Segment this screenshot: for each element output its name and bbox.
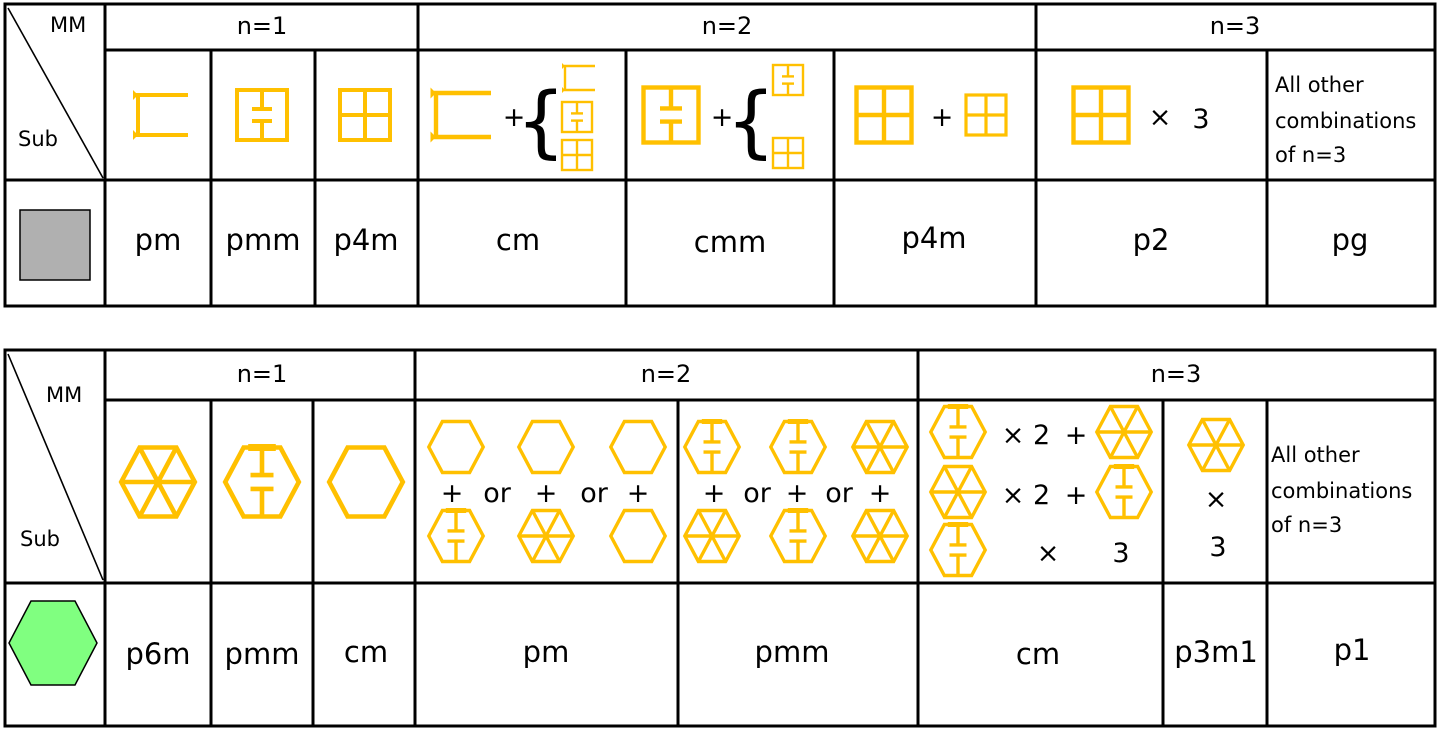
symmetry-label: p6m (125, 637, 190, 671)
cross-box-icon-small (560, 138, 594, 172)
symmetry-label: pg (1332, 223, 1369, 257)
cross-box-icon (964, 93, 1008, 137)
plus-operator: + (503, 102, 526, 133)
symmetry-label: pm (135, 223, 182, 257)
square-lattice-table: MM Sub n=1 n=2 n=3 + { + { + × 3 All oth… (3, 2, 1437, 308)
corner-mm-label: MM (50, 13, 86, 37)
group-header-n1: n=1 (237, 360, 288, 388)
hex-capacitor-icon (931, 525, 985, 576)
hex-substrate-swatch (8, 600, 98, 686)
group-header-n3: n=3 (1210, 12, 1261, 40)
or-operator: or (580, 478, 609, 509)
brace-symbol: { (726, 77, 776, 167)
c-resonator-icon-small (560, 61, 597, 95)
group-header-n2: n=2 (702, 12, 753, 40)
symmetry-label: cm (496, 223, 540, 257)
hex-star-icon (929, 464, 987, 520)
c-resonator-icon (131, 88, 190, 142)
hex-empty-icon (329, 448, 403, 517)
times-two-operator: × 2 (1002, 480, 1050, 511)
hex-star-icon (851, 508, 909, 564)
plus-operator: + (627, 478, 650, 509)
hex-star-icon (683, 508, 741, 564)
corner-mm-label: MM (46, 383, 82, 407)
square-table-border (3, 2, 1437, 308)
other-combinations-line1: All other (1271, 443, 1360, 467)
cross-box-icon (338, 88, 392, 142)
hex-star-icon (1187, 417, 1245, 473)
group-header-n1: n=1 (237, 12, 288, 40)
hex-capacitor-icon (429, 511, 483, 562)
plus-operator: + (535, 478, 558, 509)
hex-star-icon (517, 508, 575, 564)
capacitor-box-icon-small (771, 63, 805, 97)
brace-symbol: { (516, 77, 566, 167)
corner-sub-label: Sub (18, 127, 58, 151)
plus-operator: + (1065, 420, 1088, 451)
symmetry-label: p2 (1133, 223, 1170, 257)
hex-capacitor-icon (225, 448, 299, 517)
times-operator: × (1205, 484, 1228, 515)
hex-capacitor-icon (1097, 467, 1151, 518)
square-substrate-swatch (19, 209, 91, 281)
symmetry-label: cmm (694, 225, 766, 259)
hex-empty-icon (609, 508, 667, 564)
symmetry-label: cm (344, 635, 388, 669)
hex-empty-icon (517, 419, 575, 475)
symmetry-label: p1 (1334, 633, 1371, 667)
cross-box-icon (857, 88, 912, 143)
plus-operator: + (1065, 480, 1088, 511)
or-operator: or (825, 478, 854, 509)
hex-star-icon (121, 448, 195, 517)
times-operator: × (1149, 102, 1172, 133)
hex-capacitor-icon (685, 422, 739, 473)
times-operator: × (1037, 538, 1060, 569)
hex-capacitor-icon (771, 511, 825, 562)
other-combinations-line3: of n=3 (1275, 143, 1346, 167)
hex-empty-icon (609, 419, 667, 475)
cross-box-icon-small (771, 136, 805, 170)
capacitor-box-icon-small (560, 100, 594, 134)
count-three: 3 (1112, 538, 1129, 569)
group-header-n2: n=2 (641, 360, 692, 388)
or-operator: or (483, 478, 512, 509)
group-header-n3: n=3 (1151, 360, 1202, 388)
hex-table-border (3, 348, 1437, 728)
symmetry-label: pm (523, 635, 570, 669)
other-combinations-line2: combinations (1275, 109, 1416, 133)
hex-capacitor-icon (771, 422, 825, 473)
other-combinations-line3: of n=3 (1271, 513, 1342, 537)
symmetry-label: p3m1 (1174, 635, 1258, 669)
hex-star-icon (1095, 404, 1153, 460)
symmetry-label: p4m (333, 223, 398, 257)
c-resonator-icon (431, 88, 492, 143)
plus-operator: + (786, 478, 809, 509)
hex-star-icon (851, 419, 909, 475)
hex-empty-icon (427, 419, 485, 475)
symmetry-label: p4m (901, 221, 966, 255)
plus-operator: + (703, 478, 726, 509)
symmetry-label: pmm (225, 637, 300, 671)
plus-operator: + (931, 102, 954, 133)
hex-capacitor-icon (931, 407, 985, 458)
corner-sub-label: Sub (20, 527, 60, 551)
symmetry-label: cm (1016, 637, 1060, 671)
count-three: 3 (1192, 104, 1209, 135)
plus-operator: + (869, 478, 892, 509)
cross-box-icon (1074, 88, 1129, 143)
capacitor-box-icon (235, 88, 289, 142)
other-combinations-line1: All other (1275, 73, 1364, 97)
plus-operator: + (441, 478, 464, 509)
plus-operator: + (711, 102, 734, 133)
times-two-operator: × 2 (1002, 420, 1050, 451)
or-operator: or (743, 478, 772, 509)
other-combinations-line2: combinations (1271, 479, 1412, 503)
hexagonal-lattice-table: MM Sub n=1 n=2 n=3 + or + or + + or + or… (3, 348, 1437, 728)
symmetry-label: pmm (226, 223, 301, 257)
count-three: 3 (1209, 532, 1226, 563)
capacitor-box-icon (644, 88, 699, 143)
symmetry-label: pmm (755, 635, 830, 669)
